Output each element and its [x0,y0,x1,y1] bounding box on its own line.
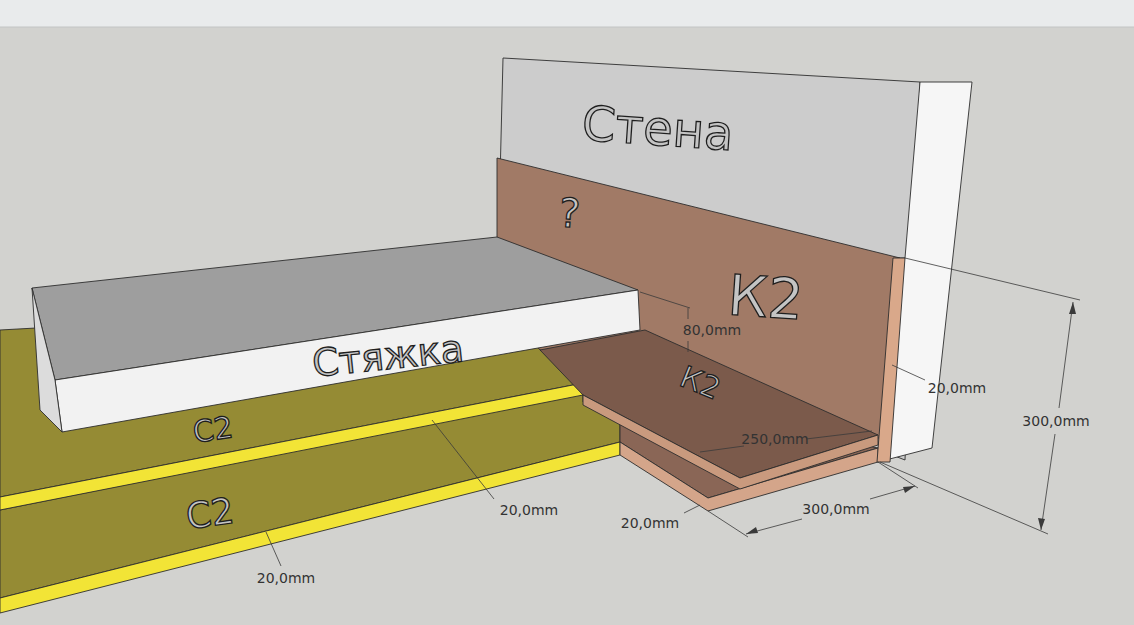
arrowhead [903,486,915,493]
arrowhead [1069,302,1076,314]
dimension-line [688,308,689,319]
dimension-label: 20,0mm [928,381,986,395]
leader-line [892,365,925,380]
dimension-label: 250,0mm [741,432,808,446]
part-name: С2 [184,493,237,535]
wall-side [878,82,972,462]
extension-line [708,511,748,537]
dimension-label: 300,0mm [802,502,869,516]
arrowhead [746,527,758,534]
dimension-line [806,431,872,439]
part-name: К2 [726,267,805,328]
screed-front [55,290,640,432]
leader-line [266,532,281,566]
unknown-mark: ? [558,192,582,233]
dimension-line [746,519,802,534]
extension-line [878,462,918,488]
part-name: С2 [191,412,235,447]
leader-line [684,505,700,513]
extension-line [640,292,690,308]
screed-side [32,288,62,432]
dimension-line [870,486,915,499]
dimension-line [1041,434,1055,530]
extension-line [905,258,1080,300]
extension-line [880,462,1048,534]
k2-panel-edge [877,258,905,462]
top-bar-border [0,27,1134,28]
part-name: К2 [676,362,725,405]
leader-line [432,420,494,499]
arrowhead [1038,518,1045,530]
dimension-label: 80,0mm [683,323,741,337]
wall-front [497,58,920,460]
wall-name: Стена [581,99,736,157]
dimension-label: 20,0mm [621,516,679,530]
dimension-label: 300,0mm [1022,414,1089,428]
top-bar [0,0,1134,27]
dimension-line [1059,302,1073,408]
dimension-line [688,341,689,352]
dimension-label: 20,0mm [257,571,315,585]
dimension-line [700,446,744,452]
k2-board-upper-edge [583,395,878,489]
dimension-label: 20,0mm [500,503,558,517]
screed-name: Стяжка [310,329,465,383]
